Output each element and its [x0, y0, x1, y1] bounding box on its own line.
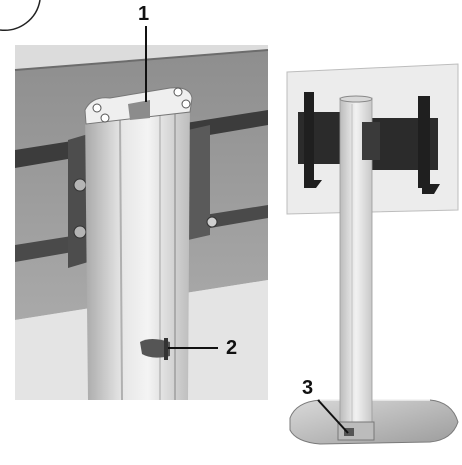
- screw-hole-2: [173, 87, 183, 97]
- bracket-arm-right: [418, 96, 430, 188]
- cable-clip: [164, 338, 168, 360]
- column-groove-1: [119, 117, 123, 401]
- overview-view: [286, 63, 459, 445]
- callout-3-leader: [317, 399, 349, 434]
- detail-view: [14, 45, 269, 401]
- cable-exit: [344, 428, 354, 436]
- column-body: [85, 95, 190, 400]
- screw-hole-4: [100, 113, 110, 123]
- screw-hole-3: [181, 99, 191, 109]
- bracket-plate-right: [188, 125, 210, 240]
- screw-hole-1: [92, 103, 102, 113]
- callout-1-label: 1: [138, 3, 150, 25]
- column-top-slot: [128, 100, 150, 120]
- callout-3-label: 3: [302, 377, 314, 399]
- callout-2-label: 2: [226, 337, 238, 359]
- bolt-lower: [73, 225, 87, 239]
- bracket-pin: [206, 216, 218, 228]
- corner-circle-mark: [0, 0, 41, 32]
- column-slot: [140, 339, 170, 358]
- bolt-upper: [73, 178, 87, 192]
- bracket-hook-right: [422, 184, 440, 194]
- column-clamp: [362, 122, 380, 160]
- bracket-arm-left: [304, 92, 314, 184]
- overview-column-top: [339, 95, 373, 103]
- column-foot: [337, 421, 375, 441]
- wall-top-edge: [14, 49, 269, 71]
- bracket-hook-left: [304, 180, 322, 188]
